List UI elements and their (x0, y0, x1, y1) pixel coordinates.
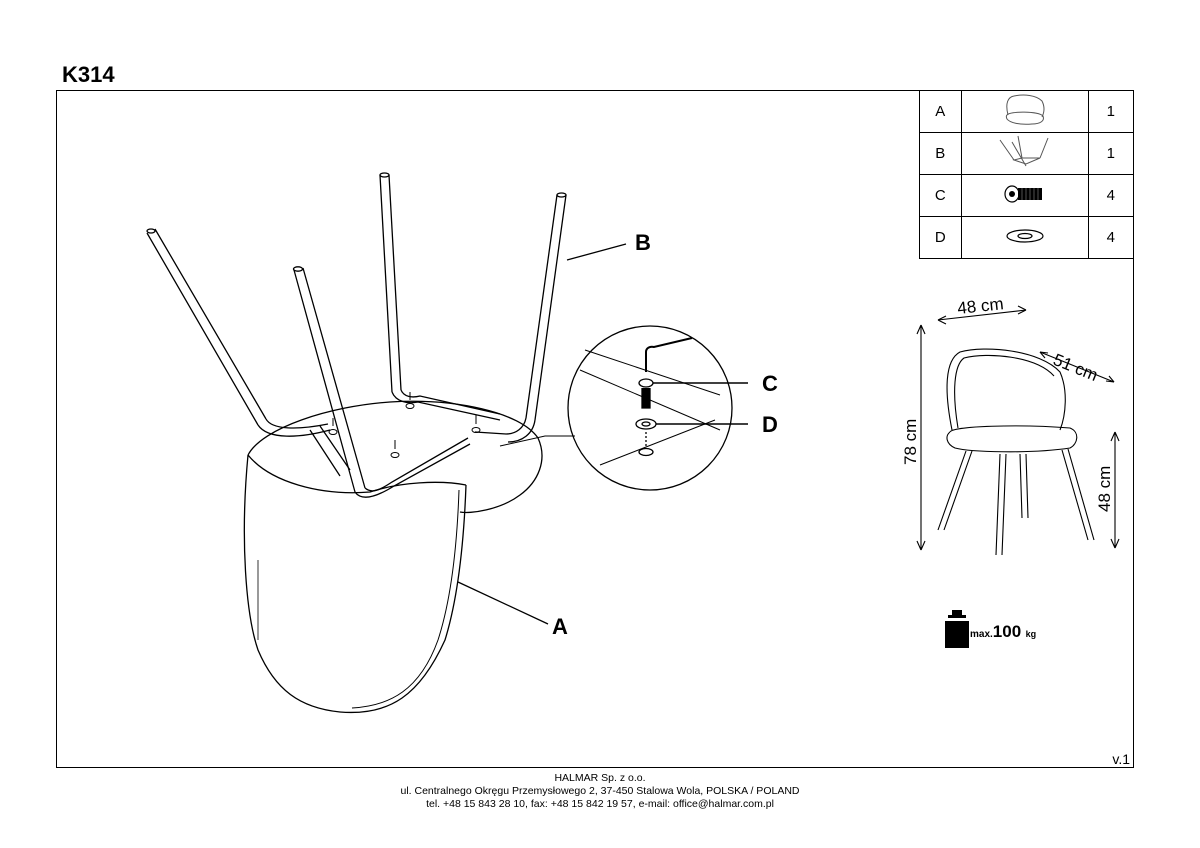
dimension-width: 48 cm (956, 294, 1004, 318)
seat-shell-icon (960, 90, 1089, 133)
footer-contact: tel. +48 15 843 28 10, fax: +48 15 842 1… (426, 798, 774, 810)
chair-side-view (937, 348, 1095, 556)
parts-list-table: A 1 B 1 C 4 D (919, 90, 1135, 259)
part-letter: A (919, 90, 962, 133)
footer-company: HALMAR Sp. z o.o. (554, 772, 646, 784)
mounting-bolts (328, 392, 481, 458)
leg-frame-illustration (146, 172, 567, 498)
footer: HALMAR Sp. z o.o. ul. Centralnego Okręgu… (0, 772, 1200, 811)
weight-icon (945, 610, 969, 648)
leader-line-b (566, 243, 627, 261)
leader-line-a (457, 581, 549, 625)
part-letter: C (919, 174, 962, 217)
leg-frame-icon (960, 132, 1089, 175)
version-label: v.1 (1112, 751, 1130, 767)
dimension-height: 78 cm (901, 419, 920, 465)
washer-icon (960, 216, 1089, 259)
callout-c: C (762, 371, 778, 396)
max-load-prefix: max. (970, 629, 993, 640)
dimension-depth: 51 cm (1051, 350, 1101, 385)
part-quantity: 1 (1087, 90, 1135, 133)
drawing-frame (56, 90, 1134, 768)
part-quantity: 4 (1087, 174, 1135, 217)
parts-row: D 4 (919, 216, 1135, 259)
callout-a: A (552, 614, 568, 639)
callout-d: D (762, 412, 778, 437)
parts-row: A 1 (919, 90, 1135, 133)
footer-address: ul. Centralnego Okręgu Przemysłowego 2, … (400, 785, 800, 797)
max-load-unit: kg (1025, 629, 1037, 639)
max-load-value: 100 (992, 622, 1022, 641)
model-title: K314 (62, 62, 115, 87)
seat-shell-illustration (243, 400, 543, 714)
parts-row: B 1 (919, 132, 1135, 175)
part-quantity: 4 (1087, 216, 1135, 259)
parts-row: C 4 (919, 174, 1135, 217)
dimension-lines (916, 305, 1120, 551)
part-quantity: 1 (1087, 132, 1135, 175)
dimension-seat-height: 48 cm (1095, 466, 1114, 512)
max-load-label: max.100 kg (970, 622, 1036, 642)
detail-magnifier (499, 325, 748, 491)
part-letter: D (919, 216, 962, 259)
bolt-icon (960, 174, 1089, 217)
part-letter: B (919, 132, 962, 175)
callout-b: B (635, 230, 651, 255)
